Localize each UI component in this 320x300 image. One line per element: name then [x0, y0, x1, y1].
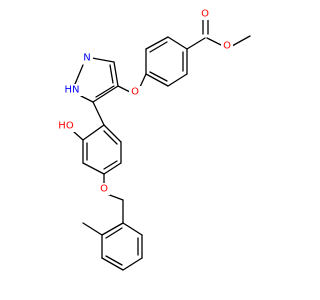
bond-ring1-o — [139, 73, 147, 88]
atom-o-ester: O — [221, 40, 233, 52]
bond-ring3-d-inner — [105, 255, 123, 266]
atom-oh-phenol-label: HO — [58, 121, 74, 132]
chemical-structure-diagram: O O O N HN HO O — [56, 8, 251, 271]
bond-ring1-c-inner — [149, 71, 168, 82]
bond-o-carbonylc — [206, 37, 222, 46]
atom-o-benzyl-ether: O — [98, 183, 110, 195]
bond-pz-n1-n2 — [74, 64, 84, 85]
bond-ring2-c — [103, 162, 122, 175]
atom-o-carbonyl: O — [199, 8, 211, 20]
bonds — [73, 19, 251, 271]
bond-pz-phenol — [92, 101, 105, 126]
bond-ring1-e-inner — [149, 41, 168, 53]
atom-n-pyrazole: N — [81, 52, 93, 64]
bond-ring2-oh — [73, 131, 84, 141]
bond-pz-c5-n1 — [91, 57, 115, 63]
bond-pz-c4-c5-inner — [109, 64, 114, 84]
bond-ring3-methyl — [82, 222, 103, 236]
bond-o-pyrazole — [117, 85, 131, 93]
bond-ring2-a — [103, 124, 122, 143]
bond-ring3-d — [101, 257, 124, 271]
atom-o-ester-label: O — [223, 41, 231, 52]
bond-ring2-f — [82, 124, 105, 141]
bond-ring3-f-inner — [105, 227, 123, 239]
bond-pz-c3-c4-inner — [95, 85, 115, 98]
bond-ring3-f — [101, 222, 124, 236]
atom-oh-phenol: HO — [56, 120, 78, 132]
bond-pz-c4-c5 — [113, 61, 119, 87]
bond-pz-c3-c4 — [92, 85, 119, 103]
bond-ring1-f — [167, 36, 188, 50]
atom-labels: O O O N HN HO O — [56, 8, 233, 195]
bond-ring2-c-inner — [103, 160, 118, 170]
bond-ring1-b — [167, 73, 188, 87]
atom-o-aryl-ether-label: O — [131, 87, 139, 98]
bond-ring1-c — [145, 73, 169, 87]
atom-o-aryl-ether: O — [129, 86, 141, 98]
bond-ring3-a — [122, 222, 143, 236]
bond-ring3-c — [122, 257, 143, 271]
atom-n-pyrazole-label: N — [83, 53, 90, 64]
bond-pz-n2-c3 — [80, 95, 94, 103]
bond-ring2-a-inner — [103, 130, 118, 145]
atom-nh-pyrazole: HN — [62, 84, 84, 96]
bond-ring1-e — [145, 36, 169, 50]
bond-ring2-d — [82, 162, 105, 175]
atom-nh-pyrazole-label: HN — [65, 85, 80, 96]
atom-o-benzyl-ether-label: O — [100, 184, 108, 195]
bond-methyl-o — [231, 35, 251, 47]
atom-o-carbonyl-label: O — [201, 9, 209, 20]
bond-carbonylc-ring — [186, 37, 206, 50]
